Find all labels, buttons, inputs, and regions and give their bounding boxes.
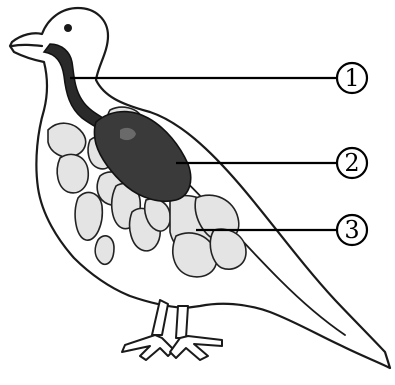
marker-1: 1 bbox=[337, 63, 367, 93]
marker-3: 3 bbox=[337, 215, 367, 245]
marker-2-label: 2 bbox=[344, 149, 359, 177]
marker-1-label: 1 bbox=[344, 64, 359, 92]
bird-legs bbox=[122, 300, 222, 360]
marker-3-label: 3 bbox=[344, 216, 359, 244]
marker-2: 2 bbox=[337, 148, 367, 178]
